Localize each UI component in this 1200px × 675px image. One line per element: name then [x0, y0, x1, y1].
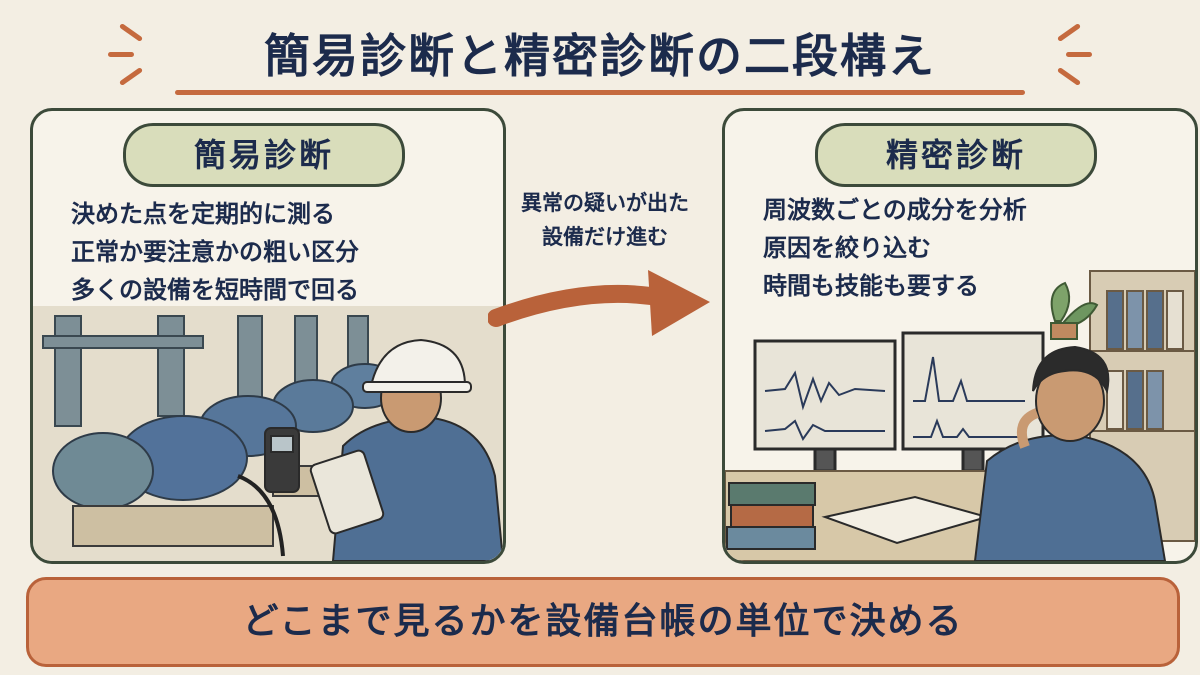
point-item: 時間も技能も要する [763, 272, 979, 300]
point-item: 決めた点を定期的に測る [71, 200, 335, 228]
arrow-right-icon [488, 270, 710, 336]
simple-diagnosis-panel: 簡易診断 決めた点を定期的に測る 正常か要注意かの粗い区分 多くの設備を短時間で… [30, 108, 506, 564]
point-item: 周波数ごとの成分を分析 [763, 196, 1027, 224]
transition-note: 異常の疑いが出た 設備だけ進む [490, 186, 720, 254]
title-area: 簡易診断と精密診断の二段構え [0, 8, 1200, 98]
page-title: 簡易診断と精密診断の二段構え [264, 29, 936, 83]
pump-inspection-illustration [33, 306, 503, 561]
title-underline [175, 90, 1025, 95]
precision-diagnosis-label: 精密診断 [815, 123, 1097, 187]
point-item: 多くの設備を短時間で回る [71, 276, 359, 304]
simple-diagnosis-label: 簡易診断 [123, 123, 405, 187]
point-item: 正常か要注意かの粗い区分 [71, 238, 359, 266]
accent-stroke [1066, 52, 1092, 57]
transition-line: 設備だけ進む [542, 225, 668, 249]
transition-line: 異常の疑いが出た [521, 191, 689, 215]
conclusion-banner: どこまで見るかを設備台帳の単位で決める [26, 577, 1180, 667]
analysis-workstation-illustration [725, 270, 1195, 561]
point-item: 原因を絞り込む [763, 234, 931, 262]
precision-diagnosis-points: 周波数ごとの成分を分析 原因を絞り込む 時間も技能も要する [763, 191, 1027, 305]
precision-diagnosis-panel: 精密診断 周波数ごとの成分を分析 原因を絞り込む 時間も技能も要する [722, 108, 1198, 564]
accent-stroke [108, 52, 134, 57]
simple-diagnosis-points: 決めた点を定期的に測る 正常か要注意かの粗い区分 多くの設備を短時間で回る [71, 195, 359, 309]
